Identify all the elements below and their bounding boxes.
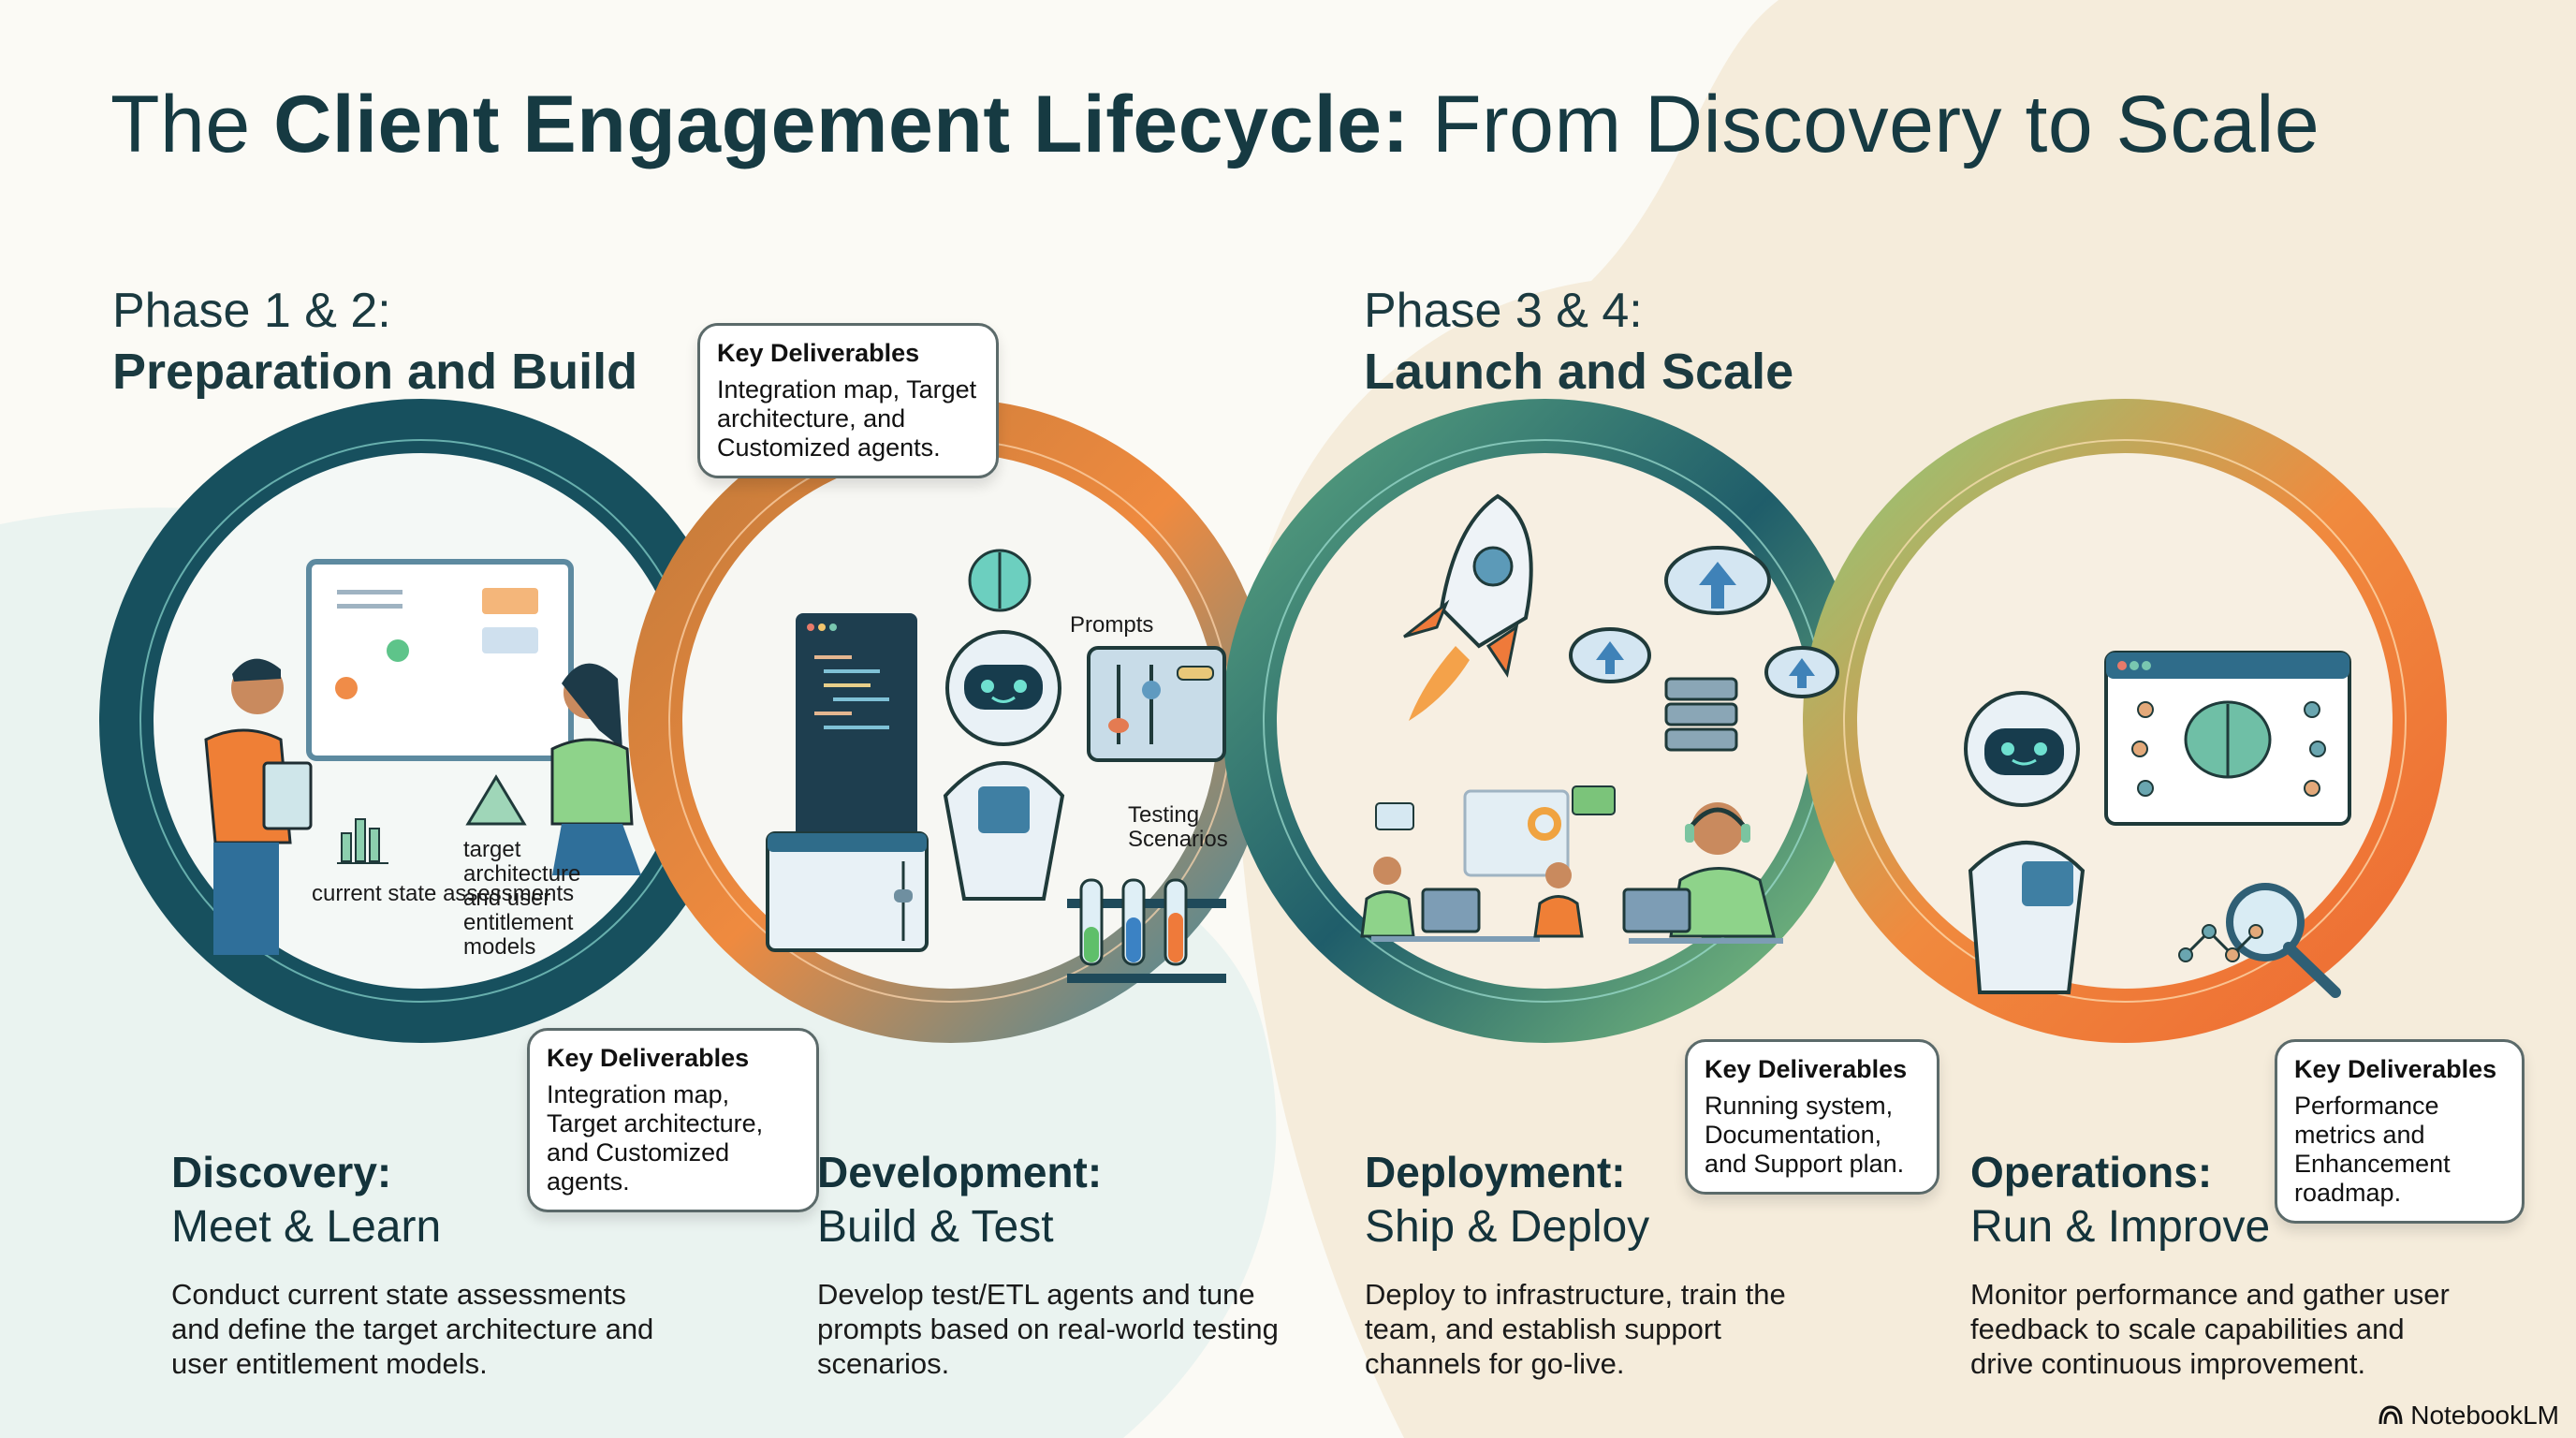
illustration-label-target-architecture: target architecture and user entitlement… xyxy=(463,837,581,960)
callout-text: Integration map, Target architecture, an… xyxy=(547,1080,764,1196)
stage-title: Deployment: xyxy=(1365,1148,1626,1196)
deliverables-callout-discovery: Key Deliverables Integration map, Target… xyxy=(527,1028,819,1212)
callout-heading: Key Deliverables xyxy=(547,1044,750,1072)
rocket-icon xyxy=(1403,493,1533,721)
stage-description: Monitor performance and gather user feed… xyxy=(1970,1278,2450,1380)
title-bold: Client Engagement Lifecycle: xyxy=(273,80,1410,169)
stage-description: Develop test/ETL agents and tune prompts… xyxy=(817,1278,1279,1380)
page-title: The Client Engagement Lifecycle: From Di… xyxy=(110,79,2320,171)
team-desk-icon xyxy=(1360,785,1616,942)
deliverables-callout-operations: Key Deliverables Performance metrics and… xyxy=(2275,1039,2525,1224)
stage-subtitle: Run & Improve xyxy=(1970,1202,2271,1252)
stage-development: Development: Build & Test Develop test/E… xyxy=(817,1146,1295,1381)
architecture-triangle-icon xyxy=(465,774,527,826)
callout-text: Performance metrics and Enhancement road… xyxy=(2294,1092,2451,1207)
stage-subtitle: Build & Test xyxy=(817,1202,1054,1252)
people-whiteboard-icon xyxy=(204,559,641,955)
callout-heading: Key Deliverables xyxy=(717,339,920,367)
robot-icon xyxy=(943,630,1065,901)
deliverables-callout-deployment: Key Deliverables Running system, Documen… xyxy=(1685,1039,1939,1195)
stage-title: Discovery: xyxy=(171,1148,392,1196)
callout-text: Running system, Documentation, and Suppo… xyxy=(1705,1092,1905,1178)
line-chart-icon xyxy=(2178,924,2263,962)
illustration-label-current-state: current state assessments xyxy=(312,881,575,906)
brain-icon xyxy=(968,549,1032,612)
phase-label: Phase 3 & 4: xyxy=(1364,284,1643,338)
callout-text: Integration map, Target architecture, an… xyxy=(717,375,977,462)
stage-title: Development: xyxy=(817,1148,1103,1196)
stage-description: Deploy to infrastructure, train the team… xyxy=(1365,1278,1786,1380)
deliverables-callout-development: Key Deliverables Integration map, Target… xyxy=(697,323,999,478)
stage-title: Operations: xyxy=(1970,1148,2213,1196)
stage-deployment: Deployment: Ship & Deploy Deploy to infr… xyxy=(1365,1146,1805,1381)
stage-operations: Operations: Run & Improve Monitor perfor… xyxy=(1970,1146,2457,1381)
notebooklm-logo-icon xyxy=(2378,1405,2403,1425)
bar-chart-icon xyxy=(337,818,388,864)
phase-label: Phase 1 & 2: xyxy=(112,284,391,338)
illustration-label-prompts: Prompts xyxy=(1070,612,1154,638)
headset-agent-icon xyxy=(1622,802,1783,944)
title-prefix: The xyxy=(110,80,274,169)
callout-heading: Key Deliverables xyxy=(1705,1055,1908,1083)
notebooklm-brand: NotebookLM xyxy=(2378,1401,2559,1431)
stage-subtitle: Meet & Learn xyxy=(171,1202,442,1252)
analytics-window-icon xyxy=(2104,651,2351,826)
phase-name: Launch and Scale xyxy=(1364,344,1794,400)
ops-robot-icon xyxy=(1964,691,2086,994)
stage-discovery: Discovery: Meet & Learn Conduct current … xyxy=(171,1146,677,1381)
stage-subtitle: Ship & Deploy xyxy=(1365,1202,1650,1252)
test-tubes-icon xyxy=(1067,878,1226,983)
phase-name: Preparation and Build xyxy=(112,344,638,400)
server-icon xyxy=(1664,677,1738,752)
phase-group-3-4: Phase 3 & 4: Launch and Scale xyxy=(1364,281,1793,403)
phase-group-1-2: Phase 1 & 2: Preparation and Build xyxy=(112,281,637,403)
code-window-icon xyxy=(796,613,917,857)
brand-name: NotebookLM xyxy=(2410,1401,2559,1430)
settings-window-icon xyxy=(766,831,929,952)
cloud-upload-icon xyxy=(1569,546,1839,698)
illustration-label-testing-scenarios: Testing Scenarios xyxy=(1128,802,1228,852)
callout-heading: Key Deliverables xyxy=(2294,1055,2497,1083)
stage-description: Conduct current state assessments and de… xyxy=(171,1278,654,1380)
slider-panel-icon xyxy=(1087,646,1226,762)
title-suffix: From Discovery to Scale xyxy=(1409,80,2320,169)
